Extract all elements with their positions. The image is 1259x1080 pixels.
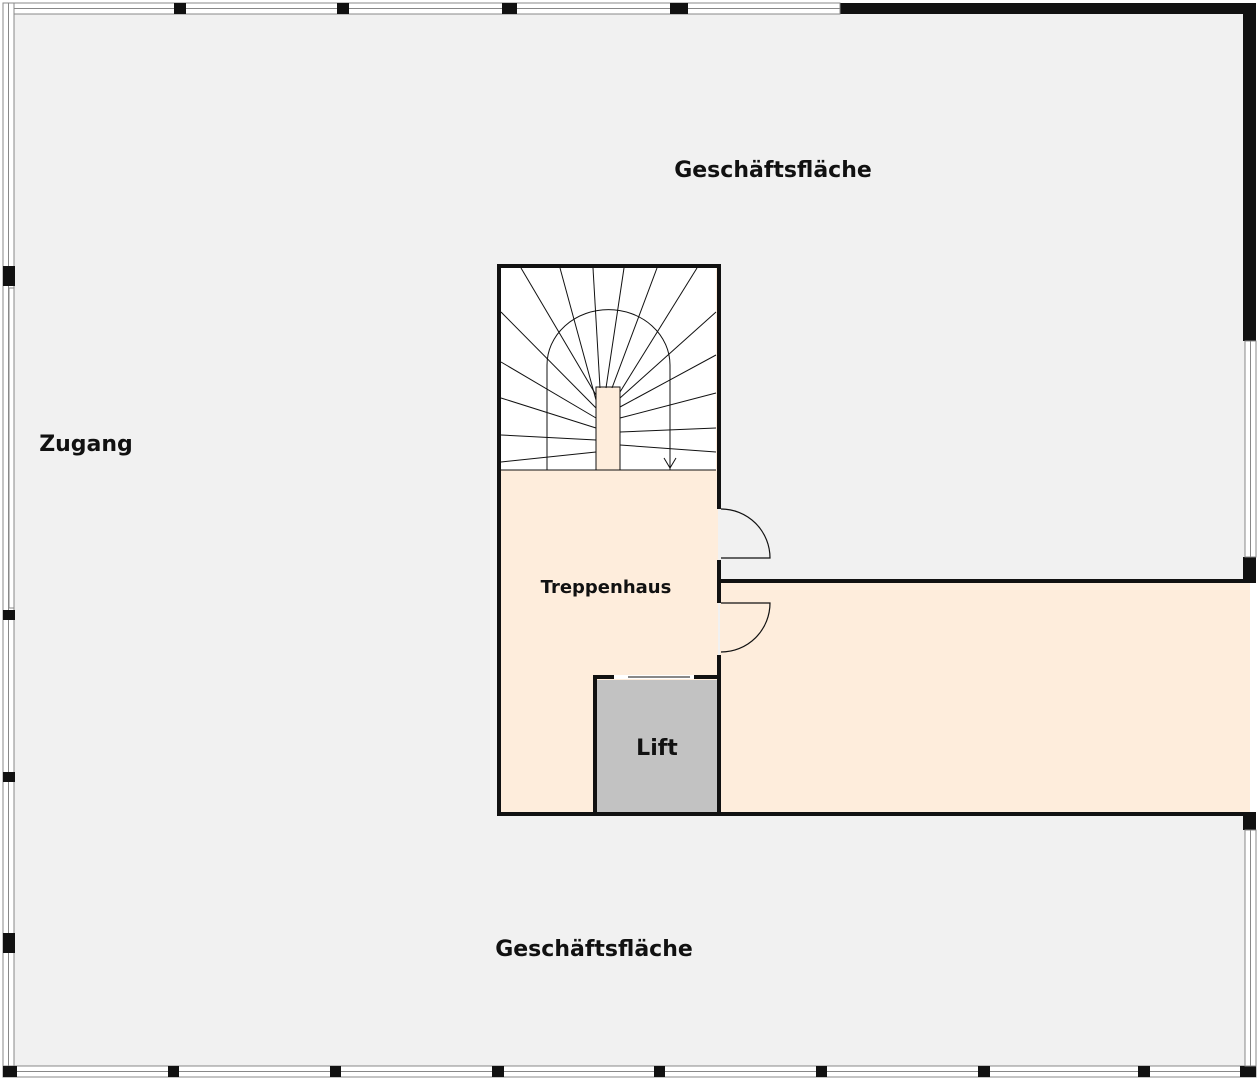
room-label-lift: Lift [636,736,678,761]
room-label-access: Zugang [39,432,133,457]
spiral-staircase [500,267,717,471]
lift-shaft [597,680,718,813]
windows-bottom [2,1065,1257,1078]
room-label-business-top: Geschäftsfläche [674,158,872,183]
room-label-business-bottom: Geschäftsfläche [495,937,693,962]
corridor-area [720,583,1250,813]
windows-top [2,2,841,15]
door-swings [720,508,771,653]
room-label-stairwell: Treppenhaus [541,577,672,598]
windows-right [1244,340,1257,1067]
windows-left [2,2,15,1078]
exterior-walls [840,3,1256,830]
